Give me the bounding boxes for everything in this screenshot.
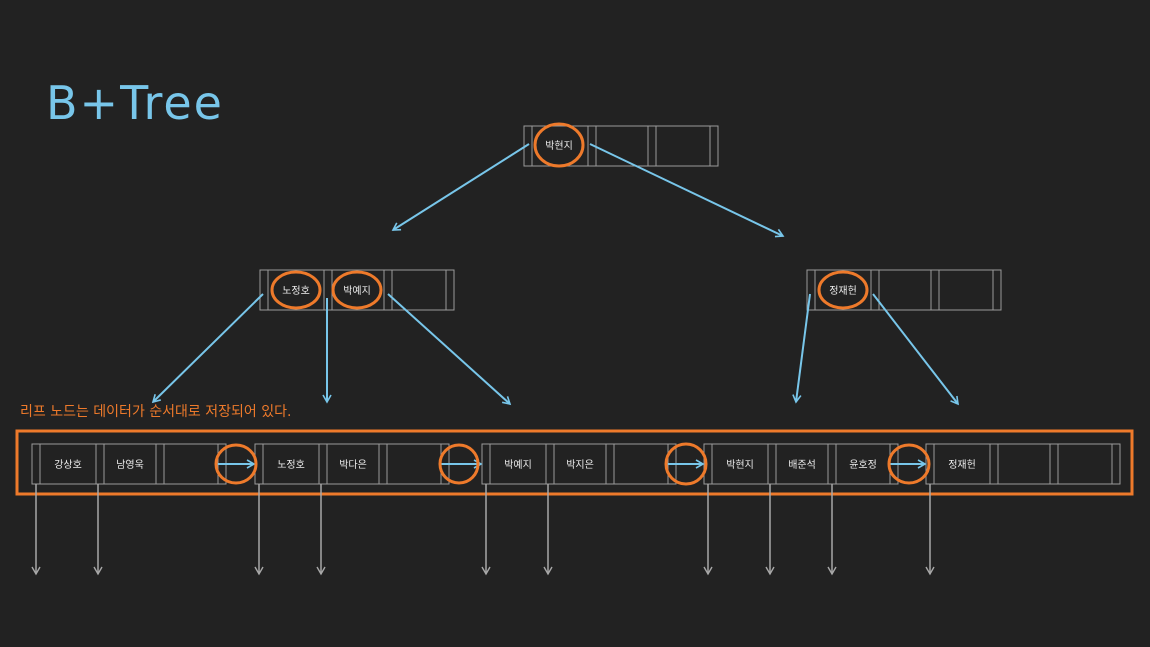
- leaf-level-highlight-box: [15, 429, 1134, 496]
- leaf-node-2: 노정호 박다은: [254, 443, 450, 485]
- highlight-circle: [664, 442, 708, 486]
- leaf-5-key-1: 정재헌: [948, 459, 976, 471]
- leaf-caption: 리프 노드는 데이터가 순서대로 저장되어 있다.: [20, 404, 292, 420]
- highlight-circle: [438, 443, 480, 485]
- leaf-node-4: 박현지 배준석 윤호정: [703, 443, 899, 485]
- leaf-4-key-3: 윤호정: [849, 459, 877, 471]
- highlight-circle: [533, 122, 585, 168]
- leaf-3-key-1: 박예지: [504, 459, 532, 471]
- leaf-node-1: 강상호 남영욱: [31, 443, 227, 485]
- internal-left-key-2: 박예지: [343, 285, 371, 297]
- leaf-2-key-2: 박다은: [339, 459, 367, 471]
- leaf-2-key-1: 노정호: [277, 459, 305, 471]
- leaf-node-3: 박예지 박지은: [481, 443, 677, 485]
- leaf-1-key-2: 남영욱: [116, 459, 144, 471]
- root-node: 박현지: [523, 122, 719, 168]
- highlight-circle: [887, 443, 931, 485]
- title-b-plus-tree: B+Tree: [46, 76, 224, 130]
- pointer-arrow: [391, 143, 530, 231]
- root-key-1: 박현지: [545, 140, 573, 152]
- leaf-3-key-2: 박지은: [566, 459, 594, 471]
- leaf-1-key-1: 강상호: [54, 459, 82, 471]
- leaf-4-key-1: 박현지: [726, 459, 754, 471]
- highlight-circle: [331, 270, 383, 310]
- highlight-circle: [817, 270, 869, 310]
- highlight-circle: [270, 270, 322, 310]
- leaf-sibling-links: [214, 442, 931, 486]
- tree-pointers: [151, 143, 959, 406]
- internal-left-key-1: 노정호: [282, 285, 310, 297]
- highlight-circle: [214, 443, 258, 485]
- pointer-arrow: [792, 293, 811, 404]
- pointer-arrow: [872, 293, 959, 406]
- pointer-arrow: [151, 293, 264, 404]
- internal-right-key-1: 정재헌: [829, 285, 857, 297]
- pointer-arrow: [387, 293, 512, 406]
- data-pointers: [31, 484, 935, 576]
- leaf-node-5: 정재헌: [925, 443, 1121, 485]
- internal-node-right: 정재헌: [806, 269, 1002, 311]
- leaf-4-key-2: 배준석: [788, 459, 816, 471]
- pointer-arrow: [589, 143, 785, 238]
- internal-node-left: 노정호 박예지: [259, 269, 455, 311]
